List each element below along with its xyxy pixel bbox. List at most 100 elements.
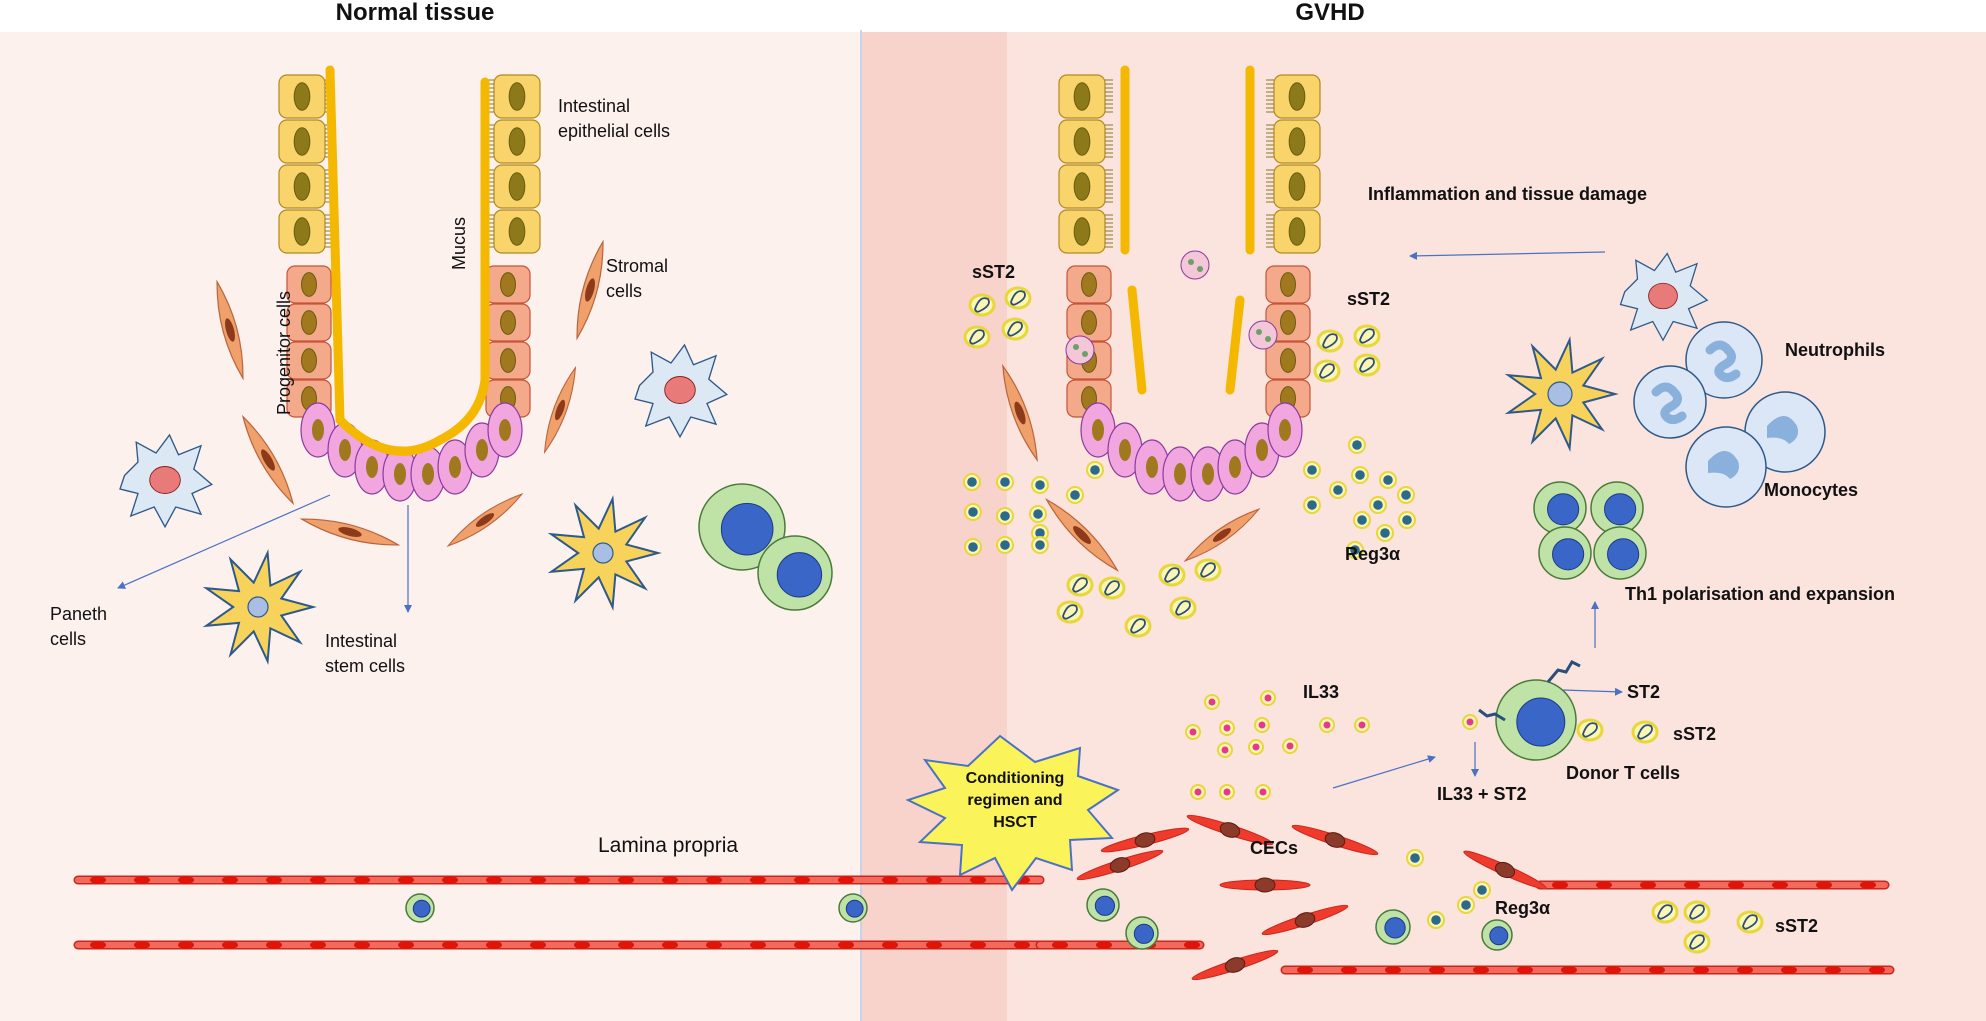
il33-icon — [1185, 724, 1201, 740]
endothelial-cell-icon — [178, 941, 194, 949]
paneth-cell — [1217, 439, 1253, 495]
endothelial-cell-icon — [266, 941, 282, 949]
cecs-label: CECs — [1250, 838, 1298, 858]
endothelial-cell-icon — [662, 876, 678, 884]
t-cell-icon — [405, 893, 435, 923]
arrows — [117, 251, 1623, 789]
endothelial-cell-icon — [222, 876, 238, 884]
reg3a-icon — [1353, 511, 1371, 529]
monocyte-icon — [1744, 391, 1826, 473]
il33-icon — [1319, 717, 1335, 733]
sst2-icon — [1631, 720, 1659, 744]
donor-t-cell-icon — [1495, 679, 1577, 761]
endothelial-cell-icon — [574, 941, 590, 949]
enterocyte-cell — [1058, 209, 1106, 254]
t-cell-icon — [1375, 909, 1411, 945]
endothelial-cell-icon — [222, 941, 238, 949]
paneth-cell — [1134, 439, 1170, 495]
paneth-cell — [1267, 402, 1303, 458]
sst2-icon — [1683, 900, 1711, 924]
st2-arrow — [1562, 687, 1623, 696]
endothelial-cell-icon — [1014, 941, 1030, 949]
stromal-cell-icon — [576, 239, 604, 341]
endothelial-cell-icon — [1552, 881, 1568, 889]
endothelial-cell-icon — [134, 876, 150, 884]
stromal-cell-icon — [299, 518, 401, 546]
endothelial-cell-icon — [618, 941, 634, 949]
endothelial-cell-icon — [398, 876, 414, 884]
endothelial-cell-icon — [1860, 881, 1876, 889]
reg3a-icon — [1031, 536, 1049, 554]
endothelial-cell-icon — [882, 941, 898, 949]
reg3a-icon — [1406, 849, 1424, 867]
stromal-cell-icon — [446, 493, 524, 547]
sst2-tcell-label: sST2 — [1673, 724, 1716, 744]
endothelial-cell-icon — [1772, 881, 1788, 889]
reg3a-icon — [1303, 496, 1321, 514]
progenitor-cell — [286, 265, 332, 304]
reg3a-icon — [1086, 461, 1104, 479]
t-cell-icon — [757, 535, 833, 611]
endothelial-cell-icon — [1649, 966, 1665, 974]
endothelial-cell-icon — [178, 876, 194, 884]
inflammation-label: Inflammation and tissue damage — [1368, 184, 1647, 204]
conditioning-burst: Conditioning regimen and HSCT — [905, 734, 1121, 892]
enterocyte-cell — [278, 164, 326, 209]
il33-icon — [1219, 720, 1235, 736]
macrophage-icon — [1619, 252, 1709, 342]
burst-label-2: regimen and — [967, 792, 1062, 809]
paneth-arrow — [117, 494, 331, 589]
reg3a-icon — [1303, 461, 1321, 479]
reg3a-icon — [1346, 541, 1364, 559]
enterocyte-cell — [278, 74, 326, 119]
enterocyte-cell — [493, 119, 541, 164]
sst2-icon — [1353, 324, 1381, 348]
cec-icon — [1100, 827, 1190, 853]
immune-and-stromal-cells — [119, 239, 1826, 981]
gvhd-panel — [862, 32, 1986, 1021]
mucus-layer — [325, 65, 490, 456]
endothelial-cell-icon — [926, 941, 942, 949]
endothelial-cell-icon — [1825, 966, 1841, 974]
il33-icon — [1190, 784, 1206, 800]
endothelial-cell-icon — [1517, 966, 1533, 974]
endothelial-cell-icon — [1728, 881, 1744, 889]
il33-icon — [1462, 714, 1478, 730]
t-cell-icon — [1481, 919, 1513, 951]
paneth-label-1: Paneth — [50, 604, 107, 624]
progenitor-cell — [1265, 341, 1311, 380]
sst2-icon — [1158, 563, 1186, 587]
endothelial-cell-icon — [486, 941, 502, 949]
sst2-icon — [1683, 930, 1711, 954]
mucus-label: Mucus — [449, 217, 469, 270]
gvhd-title: GVHD — [1295, 0, 1364, 26]
gvhd-panel-band — [862, 32, 1007, 1021]
reg3a-label-top: Reg3α — [1345, 544, 1400, 564]
sst2-icon — [1001, 317, 1029, 341]
normal-crypt — [278, 65, 541, 502]
il33-icon — [1255, 784, 1271, 800]
paneth-cell — [300, 402, 336, 458]
progenitor-cell — [485, 341, 531, 380]
endothelial-cell-icon — [1297, 966, 1313, 974]
gvhd-crypt — [1058, 65, 1321, 502]
progenitor-cell — [286, 303, 332, 342]
endothelial-cell-icon — [838, 941, 854, 949]
enterocyte-cell — [1273, 74, 1321, 119]
endothelial-cell-icon — [750, 876, 766, 884]
endothelial-cell-icon — [926, 876, 942, 884]
enterocyte-cell — [493, 164, 541, 209]
enterocyte-cell — [1058, 74, 1106, 119]
mucus-layer — [1120, 65, 1255, 395]
il33-icon — [1354, 717, 1370, 733]
progenitor-cell — [1066, 265, 1112, 304]
t-cell-icon — [838, 893, 868, 923]
reg3a-icon — [996, 473, 1014, 491]
endothelial-cell-icon — [1184, 941, 1200, 949]
cec-icon — [1291, 824, 1379, 856]
endothelial-cell-icon — [1684, 881, 1700, 889]
reg3a-icon — [996, 507, 1014, 525]
damaged-cell — [1065, 335, 1095, 365]
t-cell-icon — [1590, 481, 1644, 535]
reg3a-icon — [1348, 436, 1366, 454]
